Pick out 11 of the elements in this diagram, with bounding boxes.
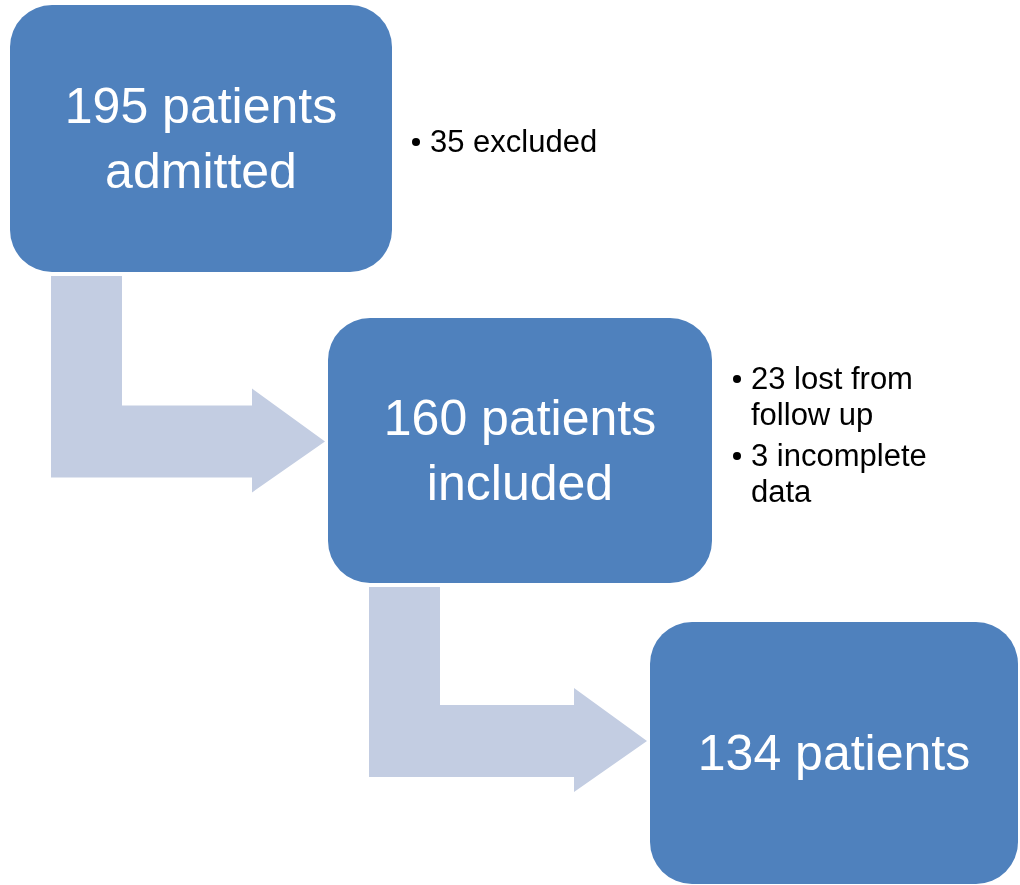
node-text: 160 patients included	[382, 388, 658, 513]
bullet-note: 3 incomplete data	[751, 438, 928, 510]
process-box	[328, 318, 712, 583]
node-text: 134 patients	[697, 723, 971, 783]
process-box	[10, 5, 392, 272]
bullet-note: 35 excluded	[430, 124, 598, 160]
process-box	[650, 622, 1018, 884]
node-text: 195 patients admitted	[63, 76, 339, 201]
bent-arrow	[51, 276, 325, 493]
bent-arrow	[369, 587, 647, 792]
bullet-note: 23 lost from follow up	[751, 361, 914, 433]
